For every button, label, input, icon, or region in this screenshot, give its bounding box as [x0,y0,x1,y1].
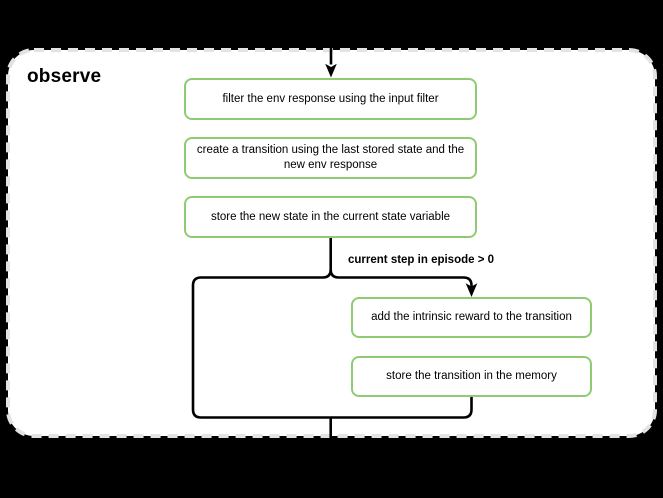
step-box-create-transition: create a transition using the last store… [184,137,477,179]
condition-branch-connector [329,269,473,289]
step-box-add-intrinsic-reward: add the intrinsic reward to the transiti… [351,297,592,338]
step-box-store-new-state: store the new state in the current state… [184,196,477,238]
step-box-filter-env-response: filter the env response using the input … [184,78,477,120]
group-title: observe [27,66,102,87]
bypass-connector [191,238,332,498]
condition-label: current step in episode > 0 [348,254,495,266]
entry-arrowhead-down-icon [325,63,337,78]
branch-arrowhead-down-icon [465,283,478,297]
step-box-store-transition: store the transition in the memory [351,356,592,397]
return-connector [331,396,473,419]
